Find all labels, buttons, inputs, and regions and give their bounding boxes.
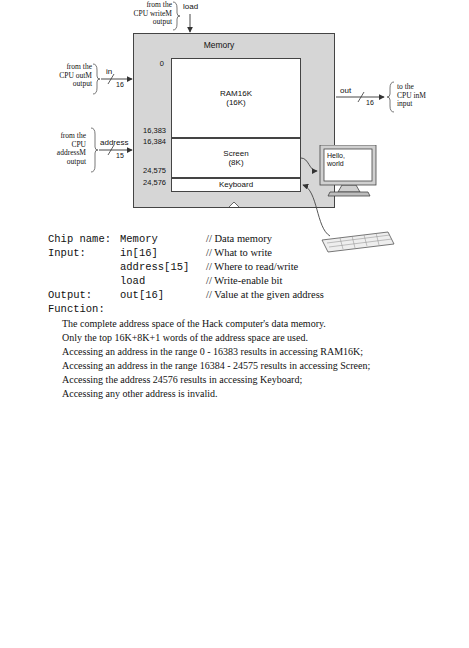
signal-note: from the CPU outM output (56, 63, 92, 89)
signal-note: from the CPU writeM output (131, 1, 172, 27)
bus-slash (358, 92, 364, 102)
spec-value: address[15] (120, 261, 189, 273)
brace (93, 64, 100, 94)
bus-width: 16 (366, 99, 374, 107)
bus-width: 15 (116, 152, 124, 160)
spec-comment: // Where to read/write (206, 261, 298, 273)
brace (387, 82, 394, 112)
signal-note: to the CPU inM input (397, 83, 428, 109)
pin-name: out (340, 86, 351, 95)
load-wire (190, 14, 191, 32)
screen-region: Screen (8K) (171, 138, 301, 178)
function-text: Only the top 16K+8K+1 words of the addre… (62, 332, 308, 344)
function-text: Accessing an address in the range 0 - 16… (62, 346, 363, 358)
keyboard-keys (327, 235, 392, 247)
spec-key: Output: (48, 289, 92, 301)
spec-key: Input: (48, 247, 86, 259)
bus-width: 16 (116, 81, 124, 89)
address-number: 16,384 (134, 138, 166, 147)
monitor-base (328, 192, 370, 196)
address-number: 0 (150, 60, 164, 69)
keyboard-register: Keyboard (171, 178, 301, 192)
in-bus (101, 79, 132, 80)
keyboard-cable (303, 185, 330, 236)
brace (91, 128, 98, 172)
pin-name: in (106, 67, 112, 76)
out-bus (336, 97, 384, 98)
keyboard-keys (340, 233, 379, 249)
function-text: The complete address space of the Hack c… (62, 318, 326, 330)
spec-key: Function: (48, 303, 105, 315)
signal-connector (301, 158, 317, 171)
monitor-illustration: Hello, world (318, 145, 380, 197)
spec-key: Chip name: (48, 233, 111, 245)
node-label: Screen (8K) (218, 149, 254, 167)
signal-note: from the CPU addressM output (50, 132, 86, 167)
node-label: Memory (189, 41, 249, 51)
monitor-screen (324, 149, 372, 181)
spec-comment: // Value at the given address (206, 289, 324, 301)
keyboard-illustration (322, 232, 394, 252)
spec-comment: // What to write (206, 247, 272, 259)
spec-value: in[16] (120, 247, 158, 259)
function-text: Accessing the address 24576 results in a… (62, 374, 302, 386)
spec-value: out[16] (120, 289, 164, 301)
brace (173, 2, 180, 30)
address-number: 24,575 (134, 167, 166, 176)
function-text: Accessing any other address is invalid. (62, 388, 218, 400)
node-label: Hello, world (327, 152, 361, 168)
node-label: RAM16K (16K) (216, 89, 256, 107)
ram-region: RAM16K (16K) (171, 58, 301, 138)
address-bus (99, 150, 132, 151)
function-text: Accessing an address in the range 16384 … (62, 360, 370, 372)
spec-value: Memory (120, 233, 158, 245)
pin-name: load (183, 2, 198, 11)
pin-name: address (100, 138, 128, 147)
monitor-stand (338, 185, 360, 192)
node-label: Keyboard (219, 180, 253, 189)
spec-comment: // Write-enable bit (206, 275, 282, 287)
address-number: 16,383 (134, 127, 166, 136)
monitor-bezel (320, 145, 376, 185)
spec-value: load (120, 275, 145, 287)
address-number: 24,576 (134, 179, 166, 188)
spec-comment: // Data memory (206, 233, 272, 245)
chip-box: MemoryRAM16K (16K) Screen (8K) Keyboard (133, 33, 335, 208)
